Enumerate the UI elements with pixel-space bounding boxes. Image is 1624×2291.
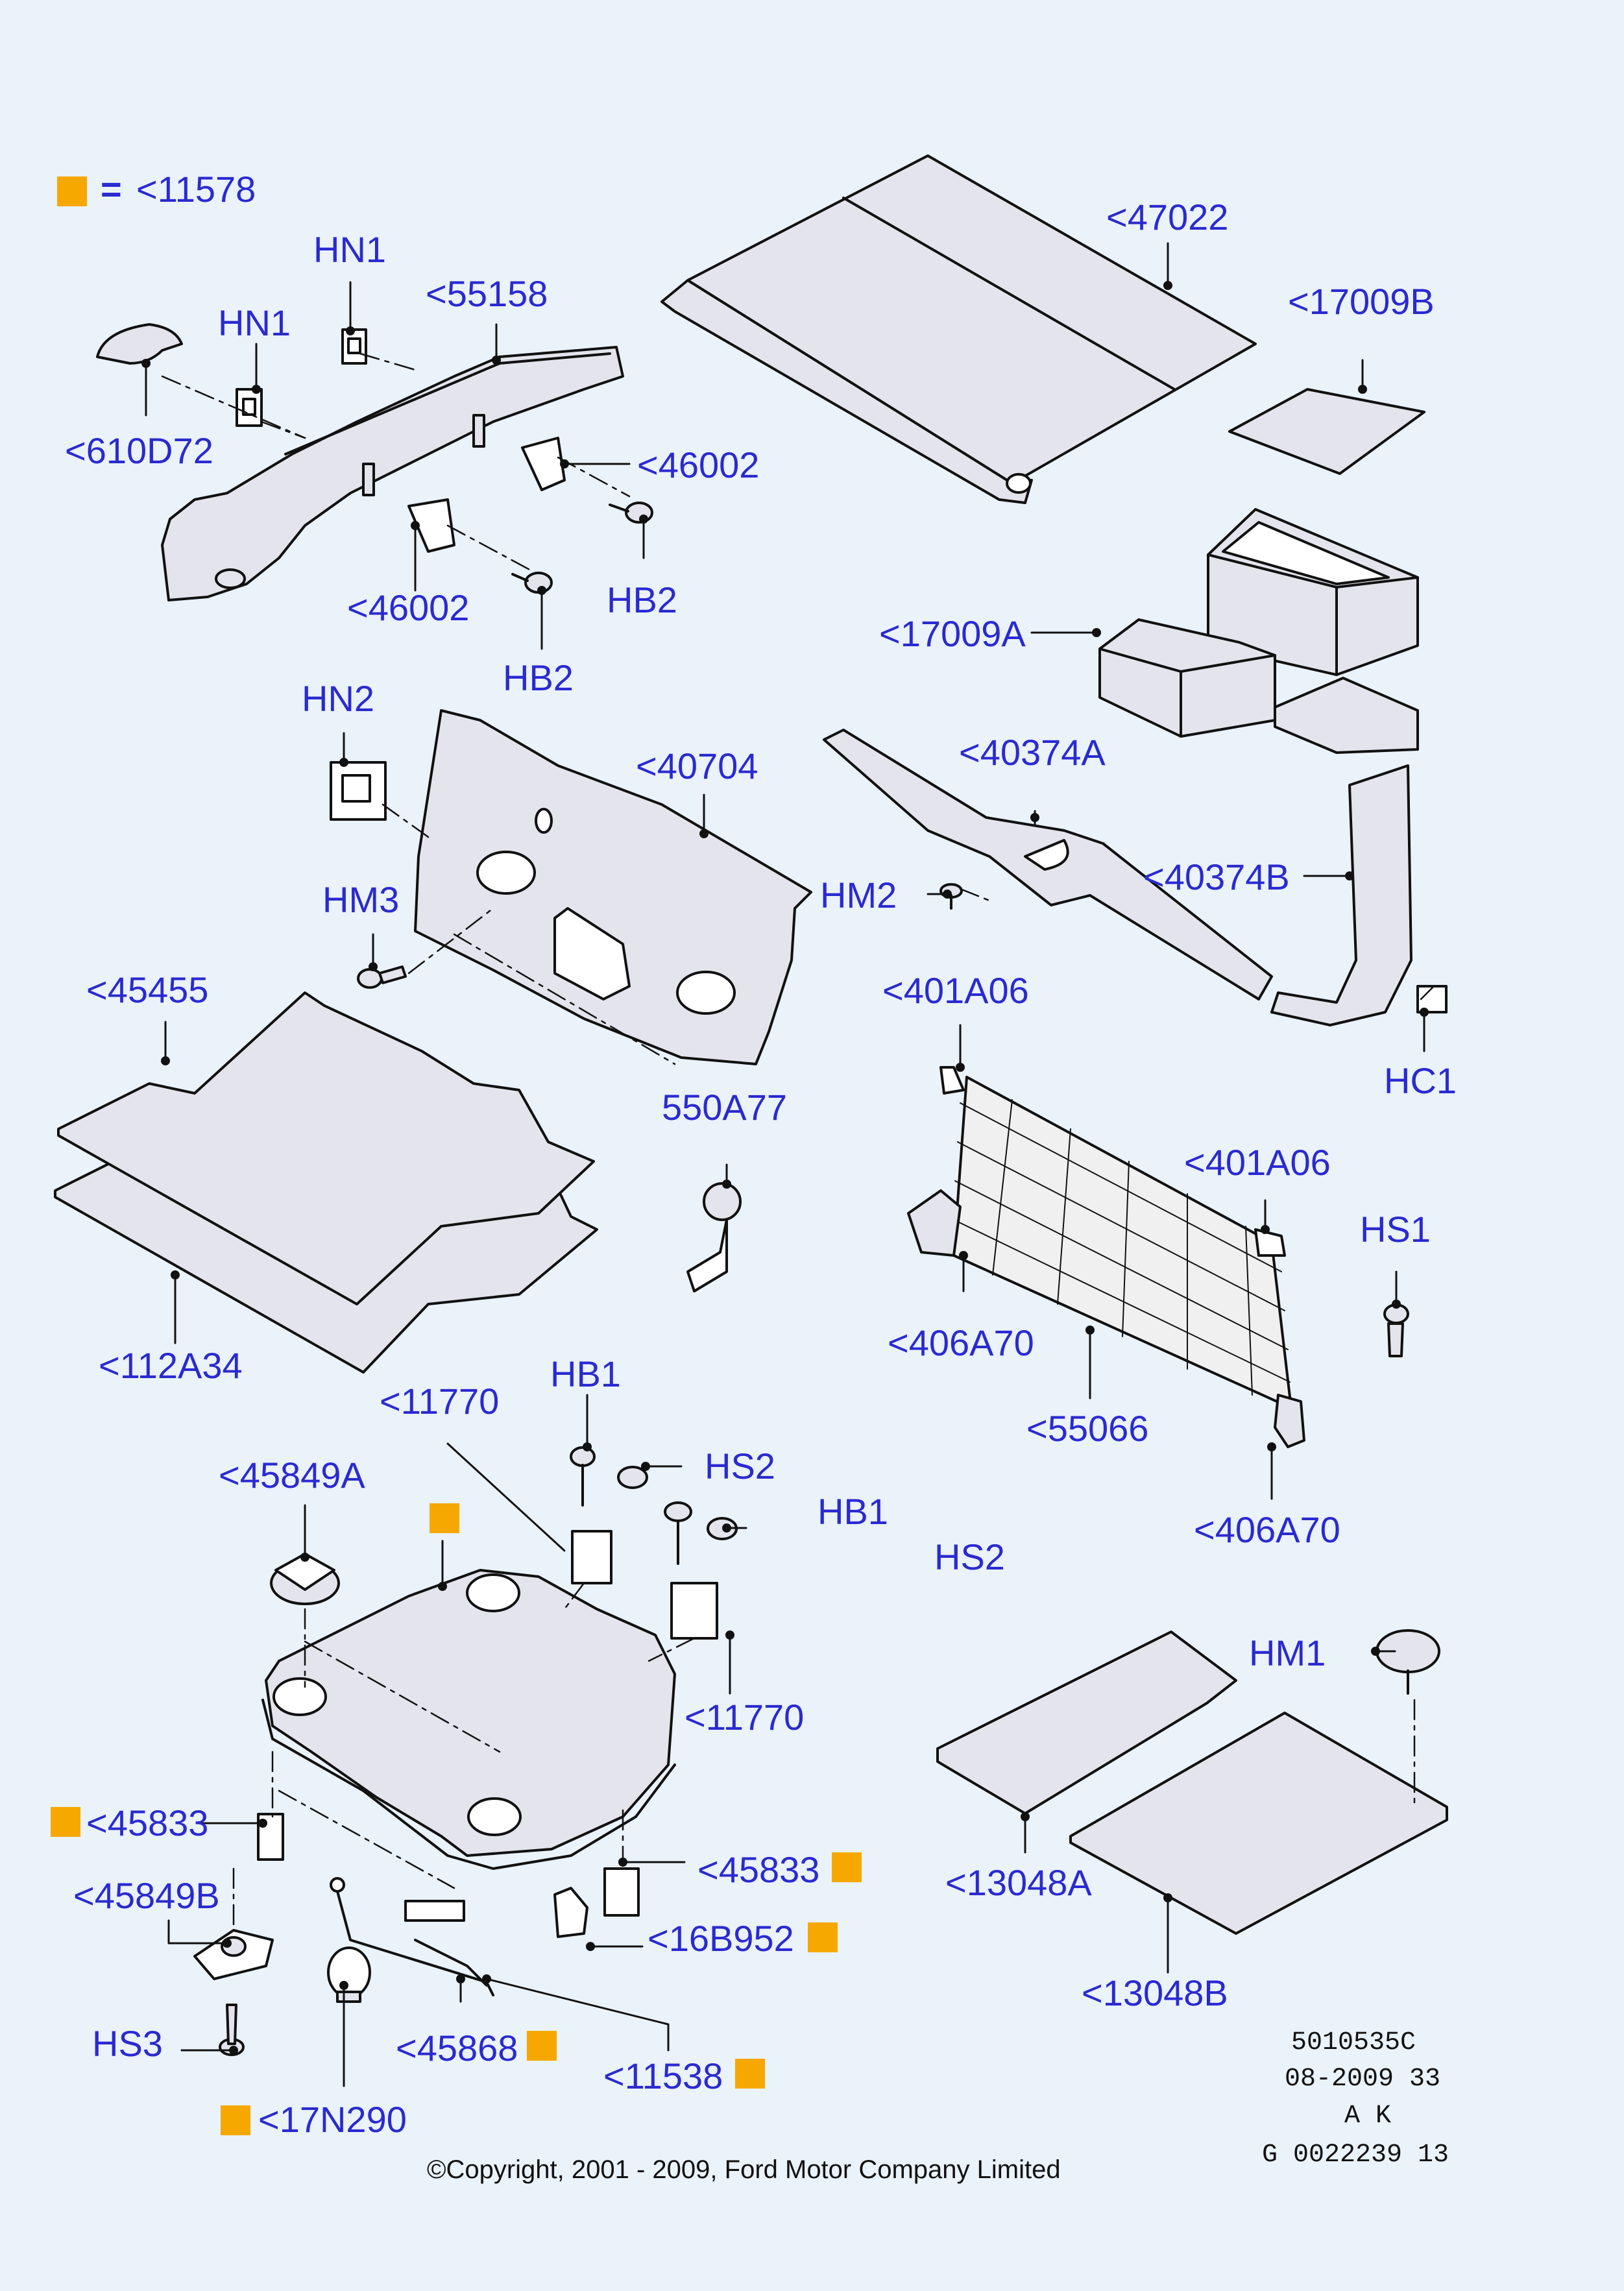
- label-55158: <55158: [426, 273, 548, 314]
- marker-icon: [735, 2059, 765, 2089]
- marker-icon: [221, 2105, 250, 2135]
- wire-45868: [414, 1939, 488, 1987]
- label-45833-b: <45833: [697, 1849, 820, 1890]
- label-hb2-a: HB2: [607, 579, 677, 620]
- bracket-46002-top: [521, 437, 566, 491]
- bracket-11770-left: [570, 1446, 648, 1584]
- label-45455: <45455: [86, 969, 209, 1010]
- finish-cap-610d72: [96, 323, 183, 365]
- label-hs2-a: HS2: [705, 1446, 775, 1486]
- clip-45833-right: [603, 1867, 640, 1917]
- knob-45849a: [270, 1553, 340, 1605]
- label-47022: <47022: [1106, 197, 1229, 237]
- label-406a70-a: <406A70: [888, 1322, 1034, 1363]
- label-11770-a: <11770: [380, 1381, 500, 1422]
- label-hn1-a: HN1: [313, 229, 387, 270]
- mat-17009b: [1228, 388, 1425, 475]
- label-17n290: <17N290: [258, 2099, 407, 2140]
- bracket-11770-right: [664, 1501, 738, 1640]
- assembly-lines: [161, 352, 1435, 1928]
- lamp-17n290: [327, 1946, 371, 2003]
- bracket-550a77: [686, 1182, 742, 1292]
- label-hs1: HS1: [1360, 1209, 1431, 1250]
- leader-dots: [141, 281, 1429, 2055]
- label-40374a: <40374A: [959, 732, 1106, 773]
- legend-equals: =: [101, 169, 122, 210]
- label-610d72: <610D72: [65, 430, 213, 471]
- label-17009b: <17009B: [1288, 281, 1435, 322]
- label-45868: <45868: [396, 2028, 518, 2068]
- marker-icon: [430, 1503, 459, 1533]
- label-11538: <11538: [603, 2055, 723, 2096]
- label-hn2: HN2: [302, 678, 375, 719]
- load-net-55066: [907, 1066, 1305, 1448]
- side-trim-40374b: [1270, 764, 1412, 1026]
- label-406a70-b: <406A70: [1194, 1509, 1340, 1550]
- legend-code: <11578: [136, 169, 256, 210]
- doc-id: 5010535C: [1291, 2028, 1416, 2057]
- mat-13048b: [1069, 1712, 1448, 1935]
- marker-icon: [808, 1922, 838, 1952]
- load-cover-47022: [661, 154, 1257, 504]
- clip-hc1: [1416, 985, 1448, 1013]
- label-hb1-a: HB1: [550, 1353, 621, 1394]
- label-11770-b: <11770: [685, 1697, 805, 1738]
- leader-lines: [145, 242, 1425, 2087]
- label-hm2: HM2: [820, 875, 897, 915]
- legend-marker-icon: [57, 176, 87, 206]
- label-13048a: <13048A: [945, 1862, 1092, 1903]
- screw-hm3: [357, 965, 407, 989]
- label-hc1: HC1: [1384, 1060, 1457, 1101]
- marker-icon: [51, 1807, 80, 1837]
- floor-covering-45455: [57, 991, 595, 1305]
- marker-icon: [527, 2031, 557, 2061]
- label-45849a: <45849A: [219, 1455, 365, 1496]
- label-hm1: HM1: [1249, 1632, 1326, 1673]
- bracket-16b952: [553, 1887, 588, 1938]
- side-trim-panel: [161, 346, 624, 601]
- clip-hn1-right: [341, 328, 367, 365]
- doc-date: 08-2009 33: [1285, 2065, 1441, 2094]
- screw-hs1: [1383, 1303, 1409, 1357]
- label-hb2-b: HB2: [503, 657, 574, 698]
- fastener-hm1: [1376, 1629, 1440, 1695]
- clip-hn2: [330, 761, 387, 821]
- bracket-45849b: [193, 1929, 274, 1980]
- label-hb1-b: HB1: [818, 1491, 888, 1532]
- rear-trim-panel-40704: [414, 709, 812, 1065]
- scuff-plate-40374a: [823, 729, 1273, 1000]
- mat-13048a: [936, 1630, 1237, 1815]
- label-112a34: <112A34: [99, 1345, 243, 1386]
- label-46002-b: <46002: [347, 587, 470, 628]
- label-17009a: <17009A: [879, 613, 1026, 654]
- label-hs3: HS3: [92, 2023, 163, 2064]
- label-13048b: <13048B: [1082, 1972, 1228, 2013]
- marker-icon: [832, 1852, 862, 1882]
- bracket-46002-bottom: [407, 498, 455, 553]
- label-40374b: <40374B: [1143, 856, 1290, 897]
- spare-wheel-cover: [261, 1569, 676, 1870]
- clip-hn1-left: [236, 388, 263, 427]
- wire-11538: [330, 1877, 494, 1996]
- label-hm3: HM3: [322, 879, 400, 920]
- label-45849b: <45849B: [73, 1875, 220, 1916]
- label-hs2-b: HS2: [934, 1536, 1005, 1577]
- label-46002-a: <46002: [637, 444, 760, 485]
- label-45833-a: <45833: [86, 1802, 209, 1843]
- doc-ref: G 0022239 13: [1262, 2140, 1449, 2170]
- label-401a06-b: <401A06: [1184, 1142, 1331, 1183]
- doc-code: A K: [1344, 2102, 1392, 2131]
- storage-boxes-17009a: [1098, 508, 1419, 754]
- label-40704: <40704: [636, 745, 758, 786]
- label-55066: <55066: [1026, 1408, 1149, 1449]
- label-401a06-a: <401A06: [882, 970, 1029, 1011]
- label-16b952: <16B952: [648, 1918, 794, 1959]
- label-hn1-b: HN1: [218, 302, 291, 343]
- copyright-text: ©Copyright, 2001 - 2009, Ford Motor Comp…: [427, 2155, 1061, 2184]
- label-550a77: 550A77: [662, 1087, 788, 1128]
